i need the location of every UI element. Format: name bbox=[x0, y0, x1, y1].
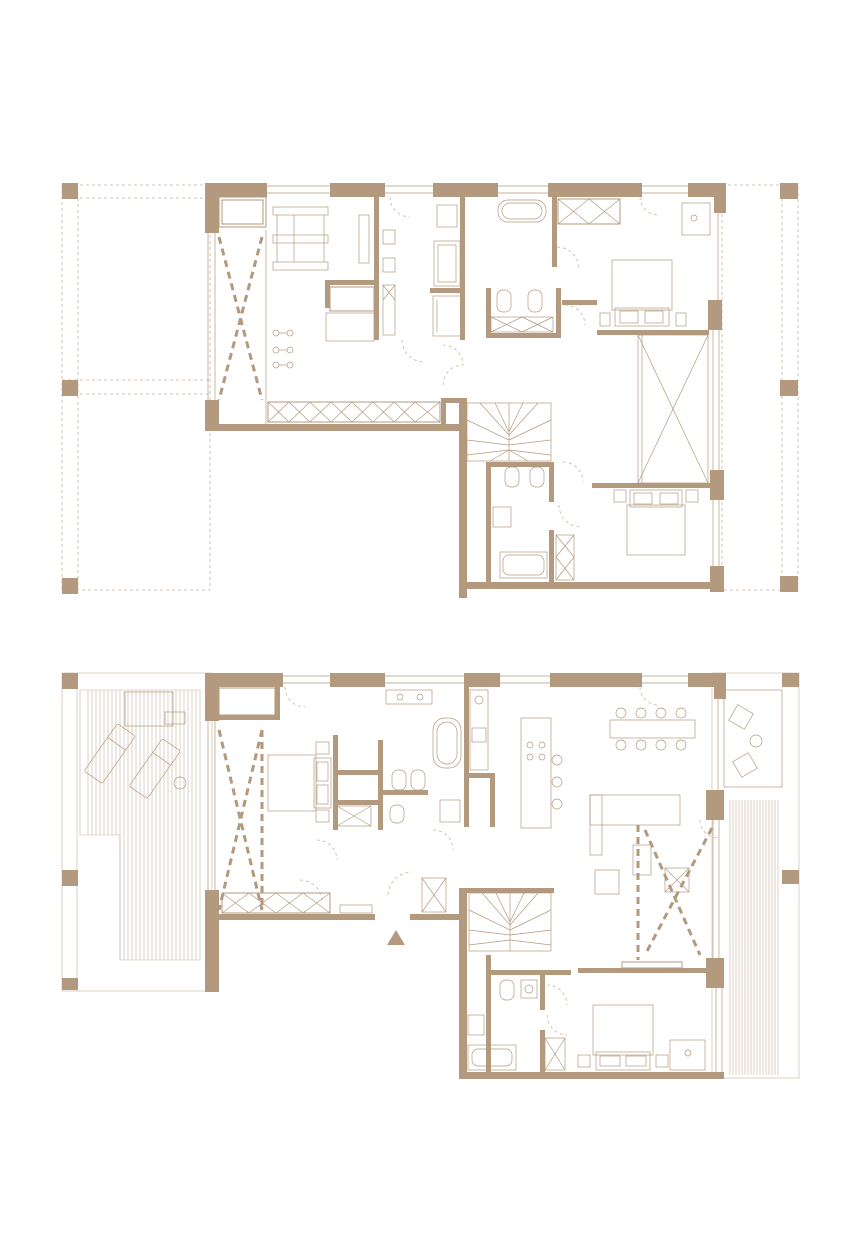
lower-guest-bedroom bbox=[267, 741, 332, 823]
lower-interior-walls bbox=[219, 687, 710, 1072]
lounge-chairs bbox=[728, 704, 763, 778]
lower-staircase bbox=[468, 892, 552, 952]
upper-bottom-wardrobe bbox=[267, 401, 441, 423]
lower-right-terrace bbox=[711, 672, 800, 1079]
upper-bedroom-2 bbox=[613, 489, 699, 556]
upper-staircase bbox=[466, 402, 552, 462]
upper-door-swings bbox=[389, 196, 659, 528]
upper-master-bath bbox=[490, 199, 554, 333]
lower-living-sofa bbox=[589, 794, 714, 969]
lower-bathroom-2 bbox=[467, 979, 566, 1071]
upper-bathroom-2 bbox=[492, 466, 575, 581]
upper-master-bedroom bbox=[557, 198, 711, 327]
upper-left-terrace bbox=[61, 183, 211, 594]
lower-door-swings bbox=[284, 686, 719, 1036]
right-decking-planks bbox=[729, 800, 779, 1075]
lower-bottom-wardrobe bbox=[221, 892, 373, 914]
decking-planks bbox=[87, 690, 197, 960]
lower-bathroom-1 bbox=[336, 689, 462, 913]
lower-kitchen bbox=[469, 689, 563, 829]
upper-void-cross bbox=[217, 196, 267, 424]
sun-loungers bbox=[84, 723, 187, 799]
lower-void-cross bbox=[217, 687, 276, 911]
lower-bedroom bbox=[577, 1004, 706, 1071]
upper-floor-plan bbox=[61, 183, 799, 598]
lower-exterior-walls bbox=[205, 673, 726, 1079]
upper-bathroom-1 bbox=[382, 204, 462, 337]
entrance-marker bbox=[387, 930, 405, 945]
lower-dining-table bbox=[609, 707, 696, 751]
lower-left-terrace bbox=[61, 672, 213, 992]
upper-gym-equipment bbox=[272, 206, 375, 369]
upper-stair-void bbox=[637, 334, 709, 484]
lower-floor-plan bbox=[61, 672, 800, 1079]
upper-right-terrace bbox=[721, 183, 799, 592]
upper-exterior-walls bbox=[205, 183, 726, 598]
upper-interior-walls bbox=[325, 197, 712, 582]
